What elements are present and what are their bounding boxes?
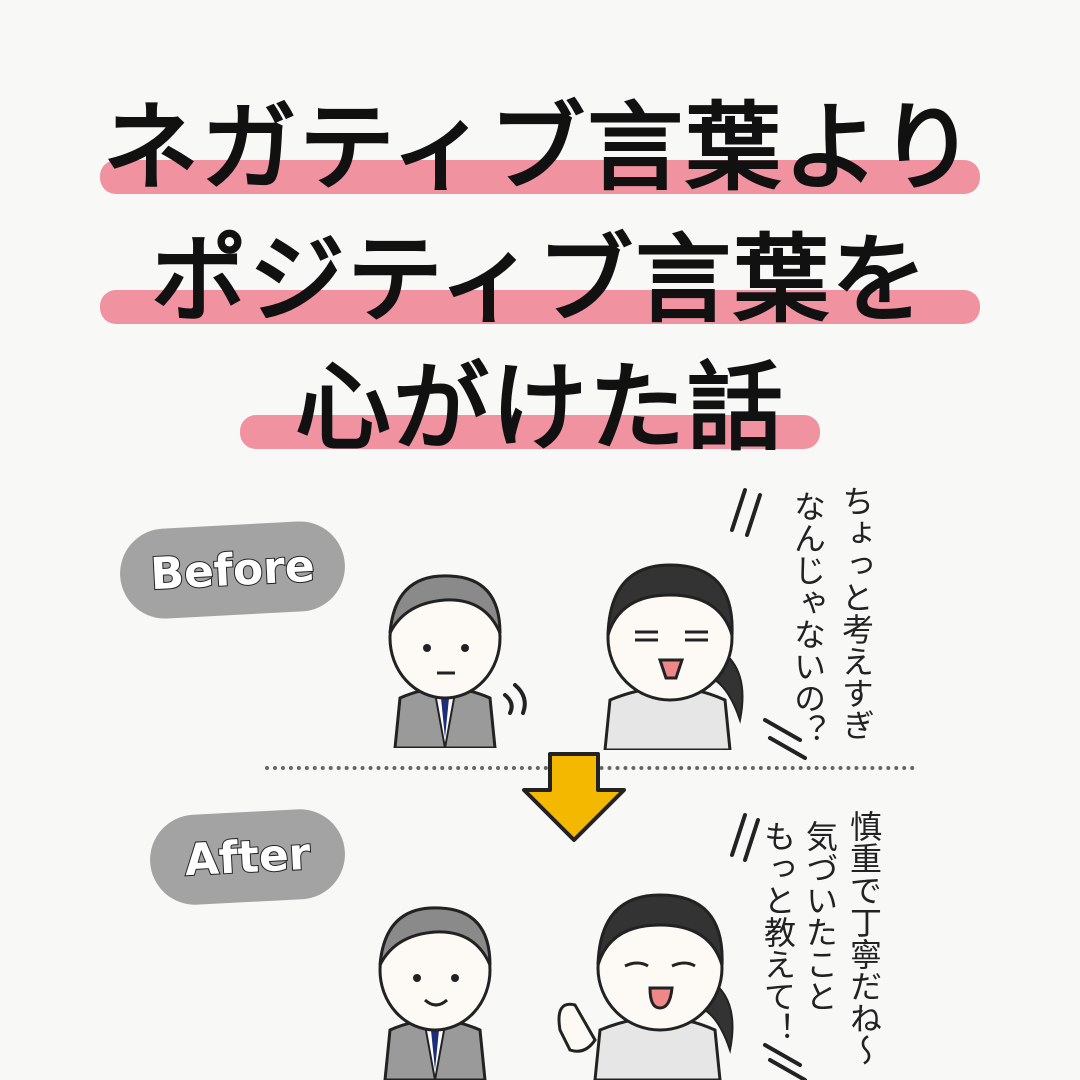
after-speech-line-3: もっと教えて！ [759,820,797,1044]
title-line-3: 心がけた話 [295,352,785,464]
title-line-2: ポジティブ言葉を [150,224,930,336]
title-highlight-3 [240,415,820,449]
man-character-before [388,574,502,748]
down-arrow-icon [522,752,626,842]
after-speech-line-2: 気づいたこと [801,820,839,1012]
man-character-after [378,906,492,1080]
before-speech-line-2: なんじゃないの？ [789,490,827,746]
title-line-1: ネガティブ言葉より [102,92,978,204]
woman-character-before [603,563,744,750]
woman-character-after [557,893,734,1080]
before-speech-line-1: ちょっと考えすぎ [837,485,875,741]
title-highlight-2 [100,290,980,324]
after-speech-line-1: 慎重で丁寧だね～ [845,810,883,1066]
title-highlight-1 [100,160,980,194]
